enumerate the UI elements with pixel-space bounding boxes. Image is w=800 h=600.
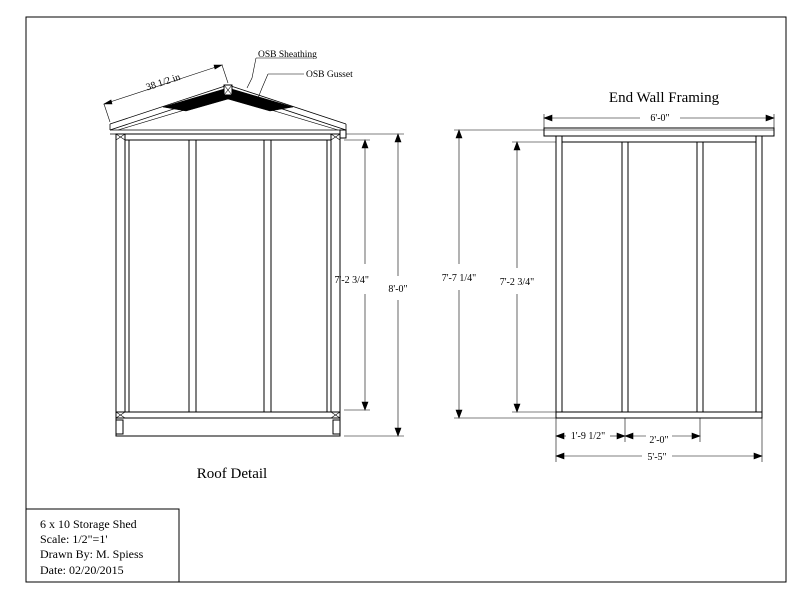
- rafter-length-dimension: 38 1/2 in: [145, 72, 182, 93]
- end-wall-first-bay-dimension: 1'-9 1/2": [571, 431, 606, 442]
- title-block: [25, 508, 180, 583]
- end-wall-second-bay-dimension: 2'-0": [649, 435, 668, 446]
- title-block-scale: Scale: 1/2"=1': [40, 532, 107, 546]
- roof-total-height-dimension: 8'-0": [388, 284, 407, 295]
- title-block-project: 6 x 10 Storage Shed: [40, 517, 137, 531]
- sheet-border: [25, 16, 787, 583]
- title-block-drawn-by: Drawn By: M. Spiess: [40, 547, 144, 561]
- end-wall-height-dimension: 7'-7 1/4": [442, 273, 477, 284]
- end-wall-title: End Wall Framing: [609, 90, 720, 106]
- roof-detail-title: Roof Detail: [197, 466, 267, 482]
- roof-detail-drawing: [102, 57, 404, 437]
- osb-sheathing-label: OSB Sheathing: [258, 50, 317, 60]
- roof-stud-height-dimension: 7'-2 3/4": [335, 275, 370, 286]
- end-wall-stud-height-dimension: 7'-2 3/4": [500, 277, 535, 288]
- end-wall-bottom-width-dimension: 5'-5": [647, 452, 666, 463]
- osb-gusset-label: OSB Gusset: [306, 70, 353, 80]
- end-wall-drawing: [454, 114, 775, 462]
- end-wall-top-width-dimension: 6'-0": [650, 113, 669, 124]
- title-block-date: Date: 02/20/2015: [40, 563, 124, 577]
